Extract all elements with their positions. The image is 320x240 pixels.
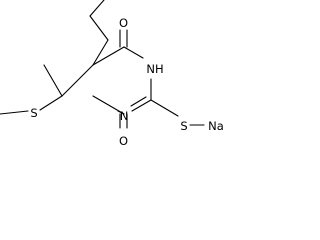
oxygen-top-label: O [119, 16, 128, 30]
propyl-bond-1 [92, 39, 109, 66]
chemical-structure: O NH N O S S Na [0, 0, 224, 148]
ring-bond-c6-c5 [92, 95, 125, 115]
ring-bond-c4-n3 [123, 46, 144, 59]
sodium-label: Na [208, 119, 224, 133]
thioether-sulfur-label: S [30, 106, 37, 120]
thiolate-bond-c2-s [150, 99, 179, 117]
sidechain-bond-ch-s [39, 95, 63, 111]
oxygen-bottom-label: O [119, 134, 128, 148]
sidechain-bond-c5-ch [61, 64, 94, 97]
ring-sulfur-label: S [180, 119, 187, 133]
propyl-bond-2 [89, 15, 109, 41]
ring-bond-c5-c4 [92, 46, 125, 66]
sidechain-bond-ch-ch3 [43, 64, 63, 97]
sidechain-bond-s-ch3 [0, 110, 29, 115]
propyl-bond-3 [89, 0, 105, 17]
ring-bond-c2-n1-b [130, 96, 147, 107]
nh-label: NH [146, 62, 163, 76]
ring-bond-c2-n1-a [131, 99, 152, 112]
ring-nitrogen-label: N [120, 109, 129, 123]
